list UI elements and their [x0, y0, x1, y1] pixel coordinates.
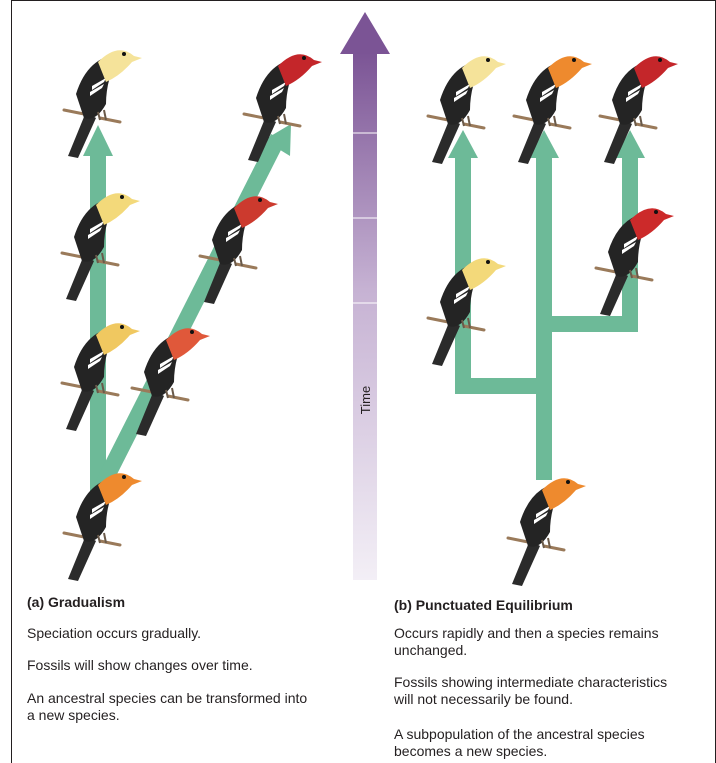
bird-red-top-b: [598, 56, 678, 166]
panel-a-line-1: Speciation occurs gradually.: [27, 625, 202, 641]
bird-ancestral-orange: [62, 473, 142, 583]
bird-yellow-mid-b: [426, 258, 506, 368]
panel-b-line-2: unchanged.: [394, 642, 468, 658]
panel-b-line-5: A subpopulation of the ancestral species: [394, 726, 645, 742]
punctuated-arrows: [448, 130, 645, 480]
bird-red-mid-b: [594, 208, 674, 318]
panel-b-title: (b) Punctuated Equilibrium: [394, 597, 573, 613]
panel-b-line-3: Fossils showing intermediate characteris…: [394, 674, 668, 690]
speciation-diagram: Time: [60, 12, 678, 588]
panel-a-line-3: An ancestral species can be transformed …: [27, 690, 308, 706]
gradualism-birds: [60, 50, 322, 583]
bird-ancestral-orange-b: [506, 478, 586, 588]
gradualism-arrows: [83, 124, 291, 496]
bird-yellow-lower: [60, 323, 140, 433]
top-border: [11, 0, 716, 1]
panel-b-line-4: will not necessarily be found.: [394, 691, 573, 707]
punctuated-birds: [426, 56, 678, 588]
panel-b-line-1: Occurs rapidly and then a species remain…: [394, 625, 659, 641]
panel-a-line-4: a new species.: [27, 707, 120, 723]
bird-red-middle: [198, 196, 278, 306]
bird-orange-top-b: [512, 56, 592, 166]
bird-yellow-middle: [60, 193, 140, 303]
bird-yellow-top: [62, 50, 142, 160]
left-border: [11, 0, 12, 763]
panel-a-title: (a) Gradualism: [27, 594, 126, 610]
bird-yellow-top-b: [426, 56, 506, 166]
panel-b-line-6: becomes a new species.: [394, 743, 548, 759]
time-arrow: Time: [340, 12, 390, 580]
panel-a-line-2: Fossils will show changes over time.: [27, 657, 253, 673]
time-axis-label: Time: [358, 386, 373, 414]
bird-red-top: [242, 54, 322, 164]
bird-redorange-lower: [130, 328, 210, 438]
